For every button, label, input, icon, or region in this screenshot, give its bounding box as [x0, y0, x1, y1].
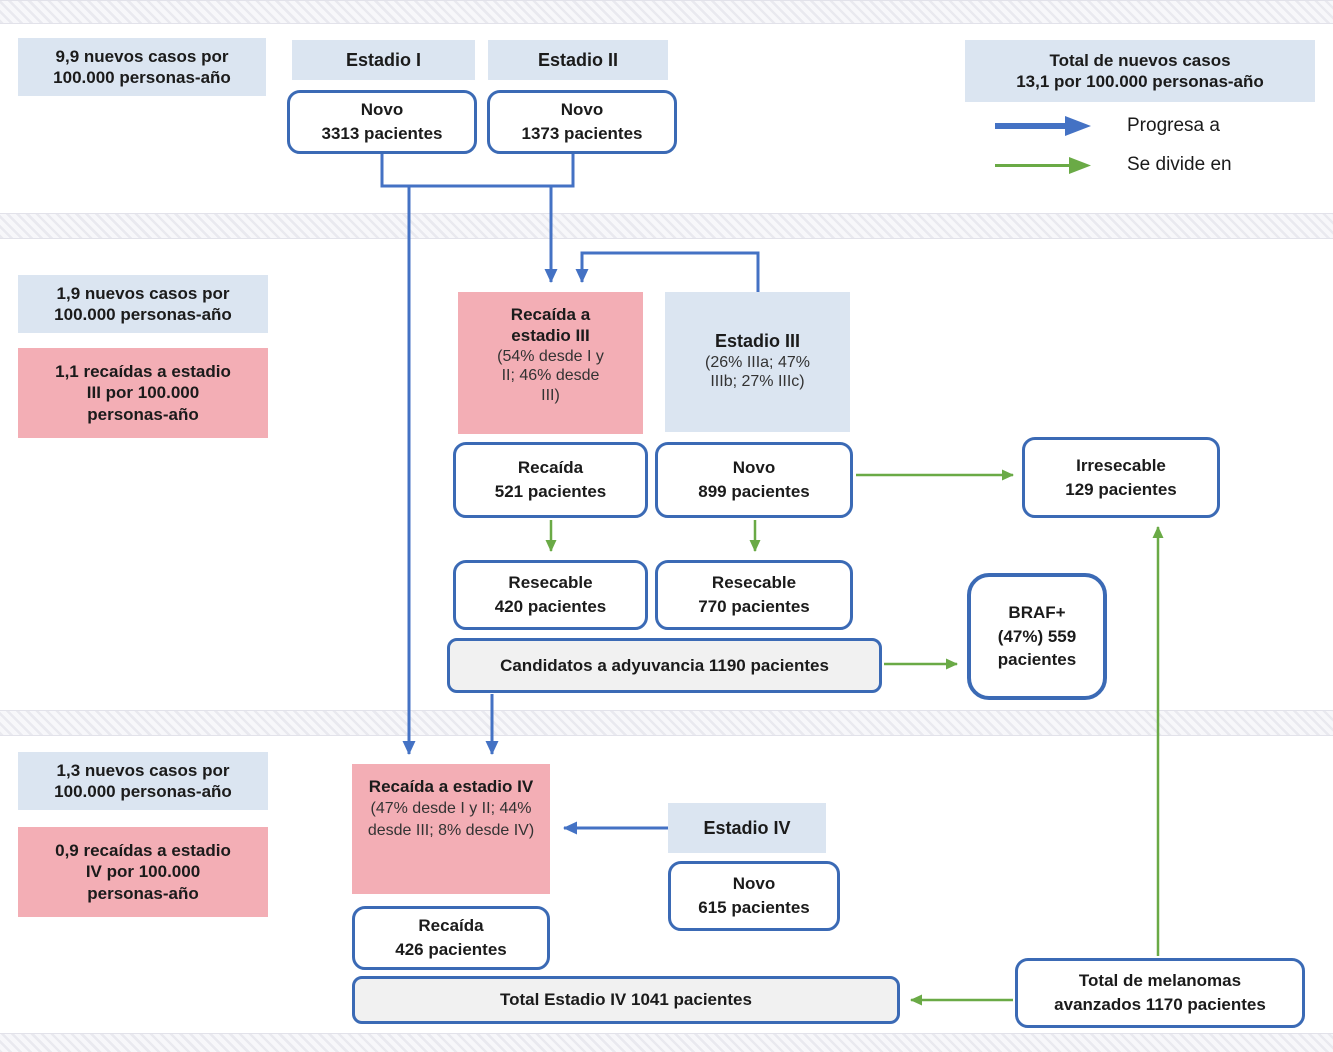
stage3-relapse-node: Recaída 521 pacientes — [453, 442, 648, 518]
incidence-top-label: 9,9 nuevos casos por 100.000 personas-añ… — [18, 38, 266, 96]
stage2-new-node: Novo 1373 pacientes — [487, 90, 677, 154]
legend-divide-label: Se divide en — [1127, 154, 1232, 175]
divide-arrow-icon — [995, 157, 1091, 174]
relapse-to-stage4-box: Recaída a estadio IV (47% desde I y II; … — [352, 764, 550, 894]
relapse-to-stage3-detail: (54% desde I y II; 46% desde III) — [497, 347, 604, 404]
incidence-mid-new-label: 1,9 nuevos casos por 100.000 personas-añ… — [18, 275, 268, 333]
irresecable-node: Irresecable 129 pacientes — [1022, 437, 1220, 518]
stage2-header: Estadio II — [488, 40, 668, 80]
stage1-header: Estadio I — [292, 40, 475, 80]
relapse-to-stage3-title: Recaída a estadio III — [510, 305, 591, 346]
legend-progress: Progresa a — [995, 113, 1220, 139]
adjuvant-candidates-node: Candidatos a adyuvancia 1190 pacientes — [447, 638, 882, 693]
stage4-header: Estadio IV — [668, 803, 826, 853]
legend-divide: Se divide en — [995, 152, 1232, 178]
resecable-new-node: Resecable 770 pacientes — [655, 560, 853, 630]
stage1-new-node: Novo 3313 pacientes — [287, 90, 477, 154]
hatched-band-bottom — [0, 1033, 1333, 1052]
legend-progress-label: Progresa a — [1127, 115, 1220, 136]
stage3-header: Estadio III — [714, 331, 801, 351]
hatched-band-3 — [0, 710, 1333, 736]
relapse-mid-rate-label: 1,1 recaídas a estadio III por 100.000 p… — [18, 348, 268, 438]
relapse-to-stage4-title: Recaída a estadio IV — [368, 777, 534, 796]
relapse-to-stage3-box: Recaída a estadio III (54% desde I y II;… — [458, 292, 643, 434]
braf-node: BRAF+ (47%) 559 pacientes — [967, 573, 1107, 700]
incidence-bottom-new-label: 1,3 nuevos casos por 100.000 personas-añ… — [18, 752, 268, 810]
stage3-new-node: Novo 899 pacientes — [655, 442, 853, 518]
stage4-new-node: Novo 615 pacientes — [668, 861, 840, 931]
resecable-relapse-node: Resecable 420 pacientes — [453, 560, 648, 630]
total-new-cases-label: Total de nuevos casos 13,1 por 100.000 p… — [965, 40, 1315, 102]
hatched-band-2 — [0, 213, 1333, 239]
stage3-detail: (26% IIIa; 47% IIIb; 27% IIIc) — [705, 353, 810, 391]
progress-arrow-icon — [995, 116, 1091, 136]
hatched-band-top — [0, 0, 1333, 24]
stage3-header-box: Estadio III (26% IIIa; 47% IIIb; 27% III… — [665, 292, 850, 432]
relapse-to-stage4-detail: (47% desde I y II; 44% desde III; 8% des… — [367, 800, 535, 839]
stage4-relapse-node: Recaída 426 pacientes — [352, 906, 550, 970]
relapse-bottom-rate-label: 0,9 recaídas a estadio IV por 100.000 pe… — [18, 827, 268, 917]
stage4-total-node: Total Estadio IV 1041 pacientes — [352, 976, 900, 1024]
advanced-melanoma-total-node: Total de melanomas avanzados 1170 pacien… — [1015, 958, 1305, 1028]
